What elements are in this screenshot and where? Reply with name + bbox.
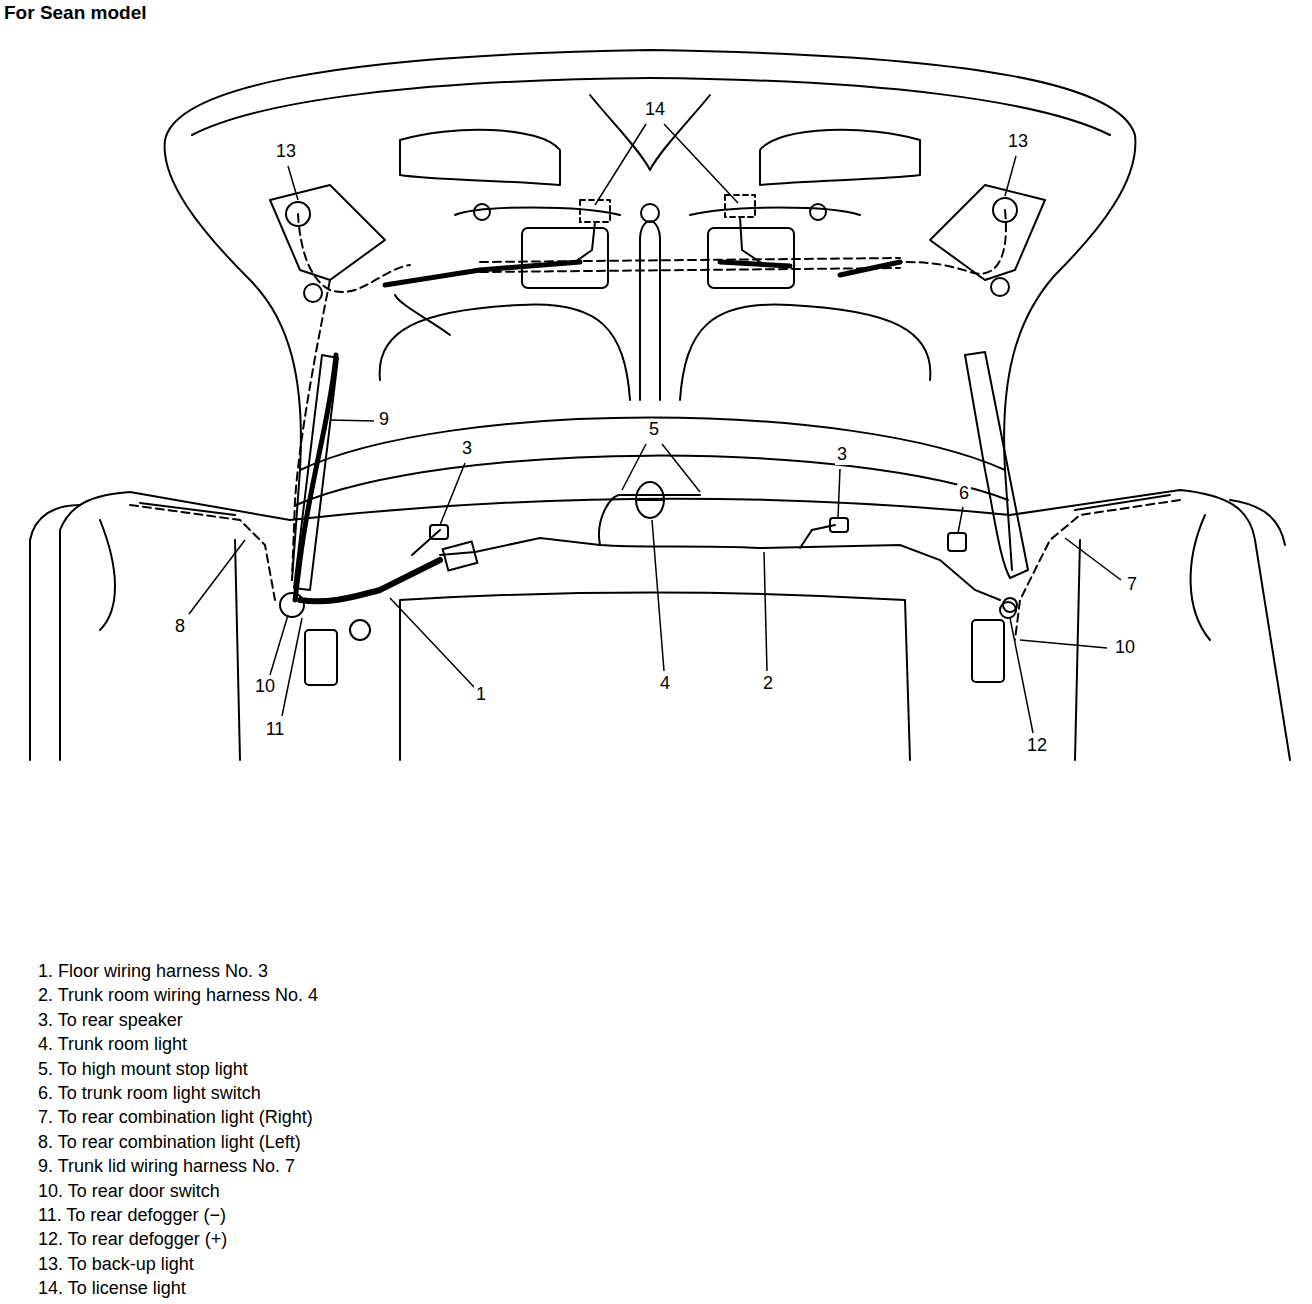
parts-key-line: 6. To trunk room light switch <box>38 1084 261 1104</box>
callout-number: 4 <box>658 674 672 694</box>
callout-number: 10 <box>1113 638 1137 658</box>
callout-number: 3 <box>460 439 474 459</box>
callout-number: 13 <box>274 142 298 162</box>
parts-key-line: 14. To license light <box>38 1279 186 1299</box>
callout-number: 12 <box>1025 736 1049 756</box>
callout-number: 2 <box>761 674 775 694</box>
callout-number: 6 <box>957 484 971 504</box>
parts-key-line: 3. To rear speaker <box>38 1011 183 1031</box>
parts-key-line: 9. Trunk lid wiring harness No. 7 <box>38 1157 295 1177</box>
callout-number: 7 <box>1125 575 1139 595</box>
parts-key-line: 7. To rear combination light (Right) <box>38 1108 313 1128</box>
diagram-title: For Sean model <box>4 3 147 24</box>
callout-number: 13 <box>1006 132 1030 152</box>
parts-key-line: 12. To rear defogger (+) <box>38 1230 227 1250</box>
callout-number: 9 <box>377 410 391 430</box>
callout-number: 5 <box>647 420 661 440</box>
parts-key-line: 1. Floor wiring harness No. 3 <box>38 962 268 982</box>
callout-number: 3 <box>835 445 849 465</box>
parts-key-line: 10. To rear door switch <box>38 1182 220 1202</box>
callout-number: 8 <box>173 617 187 637</box>
callout-number: 10 <box>253 677 277 697</box>
parts-key-line: 5. To high mount stop light <box>38 1060 248 1080</box>
parts-key-line: 4. Trunk room light <box>38 1035 187 1055</box>
callout-number: 11 <box>264 720 287 740</box>
parts-key-line: 11. To rear defogger (−) <box>38 1206 226 1226</box>
parts-key-line: 8. To rear combination light (Left) <box>38 1133 301 1153</box>
callout-number: 1 <box>474 685 488 705</box>
callout-number: 14 <box>643 100 667 120</box>
parts-key-line: 2. Trunk room wiring harness No. 4 <box>38 986 318 1006</box>
parts-key-line: 13. To back-up light <box>38 1255 194 1275</box>
